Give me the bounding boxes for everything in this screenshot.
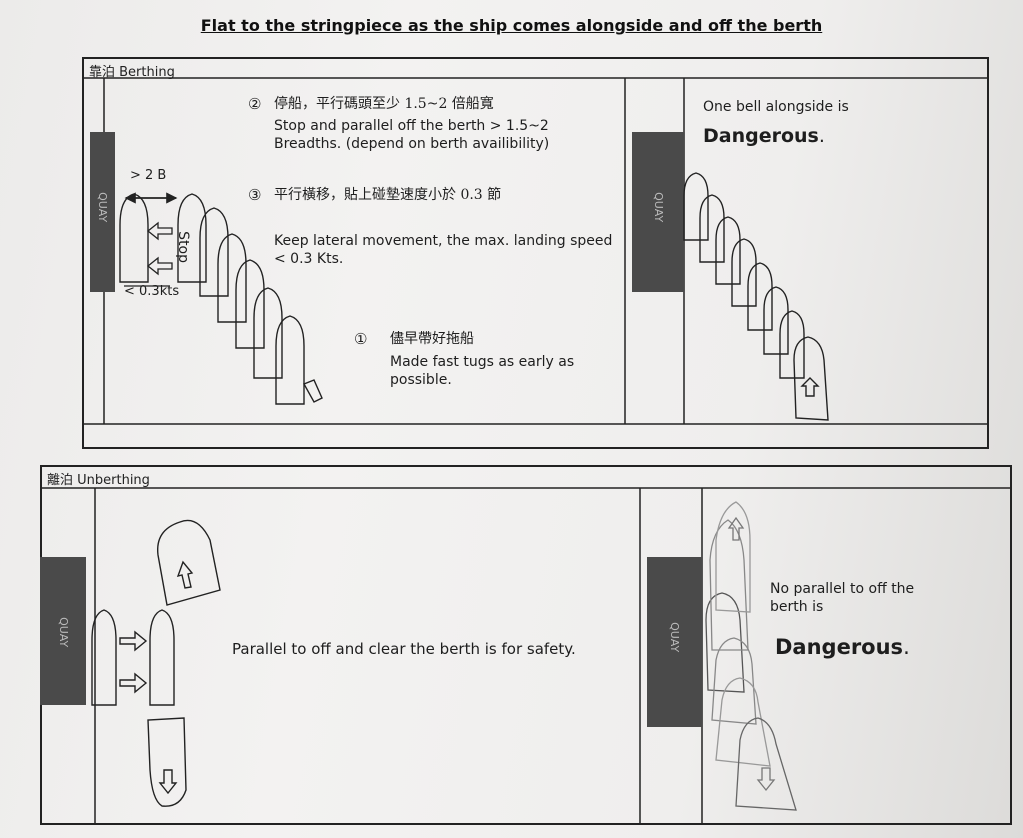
unberthing-ships [91,519,221,807]
berthing-panel [82,57,989,449]
no-parallel-ships [705,501,797,811]
breadth-label: > 2 B [130,168,167,183]
quay-block-unberth-right [647,557,702,727]
step2-english: Stop and parallel off the berth > 1.5~2 … [274,118,550,153]
berthing-ships [119,193,323,405]
one-bell-ships [683,172,829,421]
no-parallel-text: No parallel to off the berth is [770,581,915,616]
step3-english: Keep lateral movement, the max. landing … [274,233,613,268]
speed-label: < 0.3kts [124,284,180,299]
page-title: Flat to the stringpiece as the ship come… [200,16,823,35]
no-parallel-danger: Dangerous. [775,635,910,659]
quay-label-unberth-right: QUAY [668,622,682,653]
quay-label-unberth-left: QUAY [57,617,71,648]
one-bell-danger: Dangerous. [703,125,825,147]
step3-number: ③ [248,186,262,204]
berthing-section-label: 靠泊 Berthing [89,65,175,80]
unberthing-section-label: 離泊 Unberthing [47,473,150,488]
step2-number: ② [248,95,262,113]
quay-block-right [632,132,684,292]
stop-label: Stop [175,231,192,264]
quay-block-unberth-left [40,557,86,705]
quay-block-left [90,132,115,292]
one-bell-text: One bell alongside is [703,99,849,115]
step1-chinese: 儘早帶好拖船 [390,331,474,347]
quay-label-berth-right: QUAY [652,192,666,223]
step3-chinese: 平行橫移，貼上碰墊速度小於 0.3 節 [274,187,502,203]
quay-label-berth-left: QUAY [96,192,110,223]
step2-chinese: 停船，平行碼頭至少 1.5~2 倍船寬 [274,96,494,112]
parallel-off-text: Parallel to off and clear the berth is f… [232,640,576,658]
step1-english: Made fast tugs as early as possible. [390,354,575,389]
step1-number: ① [354,330,368,348]
